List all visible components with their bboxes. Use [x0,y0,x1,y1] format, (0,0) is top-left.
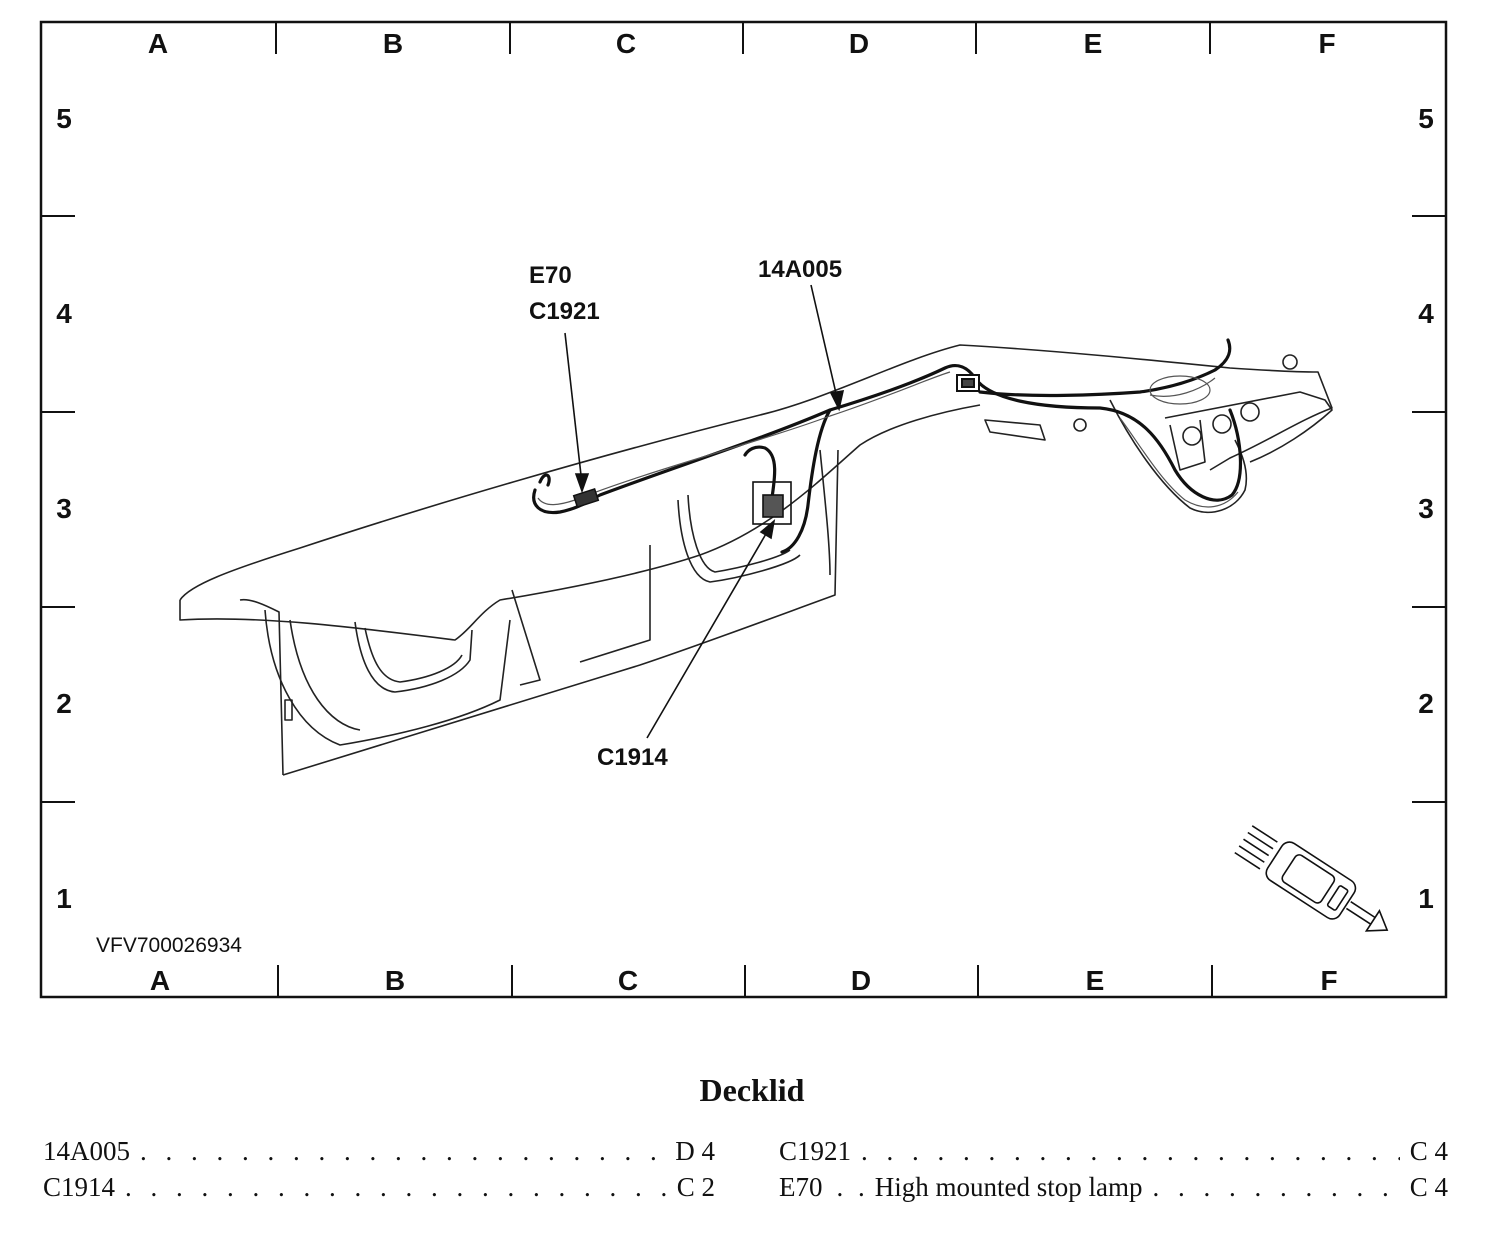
legend-row-c1921: C1921 C 4 [779,1136,1448,1167]
diagram-title: Decklid [699,1072,805,1108]
vehicle-orientation-icon [1234,825,1389,932]
right-row-label-4: 4 [1418,298,1434,329]
wiring-harness-14a005 [532,338,1242,554]
left-row-label-5: 5 [56,103,72,134]
callout-c1921: C1921 [529,298,600,325]
leader-dots [861,1136,1400,1167]
legend-code: C1921 [779,1136,852,1166]
callout-14a005: 14A005 [758,256,842,283]
top-col-label-d: D [849,28,869,59]
right-row-label-1: 1 [1418,883,1434,914]
callout-e70: E70 [529,262,572,289]
bottom-col-label-b: B [385,965,405,996]
top-col-label-b: B [383,28,403,59]
top-col-label-f: F [1318,28,1335,59]
legend-location: C 4 [1409,1172,1448,1202]
legend-location: C 4 [1409,1136,1448,1166]
figure-id: VFV700026934 [96,934,242,957]
right-row-label-5: 5 [1418,103,1434,134]
legend-description: High mounted stop lamp [874,1172,1143,1202]
legend-code: 14A005 [43,1136,130,1166]
top-col-label-a: A [148,28,168,59]
bottom-col-label-e: E [1086,965,1105,996]
bottom-col-label-d: D [851,965,871,996]
leader-dots [1152,1172,1399,1203]
diagram-frame [39,20,1448,999]
legend-location: D 4 [675,1136,715,1166]
left-row-label-1: 1 [56,883,72,914]
callout-c1914: C1914 [597,744,668,771]
connector-c1921 [572,487,600,509]
bottom-col-label-f: F [1320,965,1337,996]
leader-dots [125,1172,667,1203]
bottom-col-label-c: C [618,965,638,996]
left-row-label-4: 4 [56,298,72,329]
leader-dots-short: . . [836,1172,869,1202]
leader-dots [140,1136,665,1167]
top-col-label-c: C [616,28,636,59]
legend-code: E70 [779,1172,823,1202]
harness-inner-lines [537,371,1239,508]
decklid-wiring-diagram: A B C D E F A B C D E F 5 4 3 2 1 5 4 3 … [39,20,1448,999]
left-row-label-3: 3 [56,493,72,524]
bottom-col-label-a: A [150,965,170,996]
left-row-label-2: 2 [56,688,72,719]
row-ticks [41,215,1446,803]
legend-row-14a005: 14A005 D 4 [43,1136,715,1167]
top-column-ticks [275,22,1211,54]
legend-row-e70: E70 . . High mounted stop lamp C 4 [779,1172,1448,1203]
callout-leaders [564,284,845,739]
decklid-body [179,344,1333,776]
connector-inline-e [956,374,980,392]
right-row-label-2: 2 [1418,688,1434,719]
bottom-column-ticks [277,965,1213,997]
top-col-label-e: E [1084,28,1103,59]
legend-row-c1914: C1914 C 2 [43,1172,715,1203]
legend-code: C1914 [43,1172,116,1202]
legend-location: C 2 [676,1172,715,1202]
right-row-label-3: 3 [1418,493,1434,524]
